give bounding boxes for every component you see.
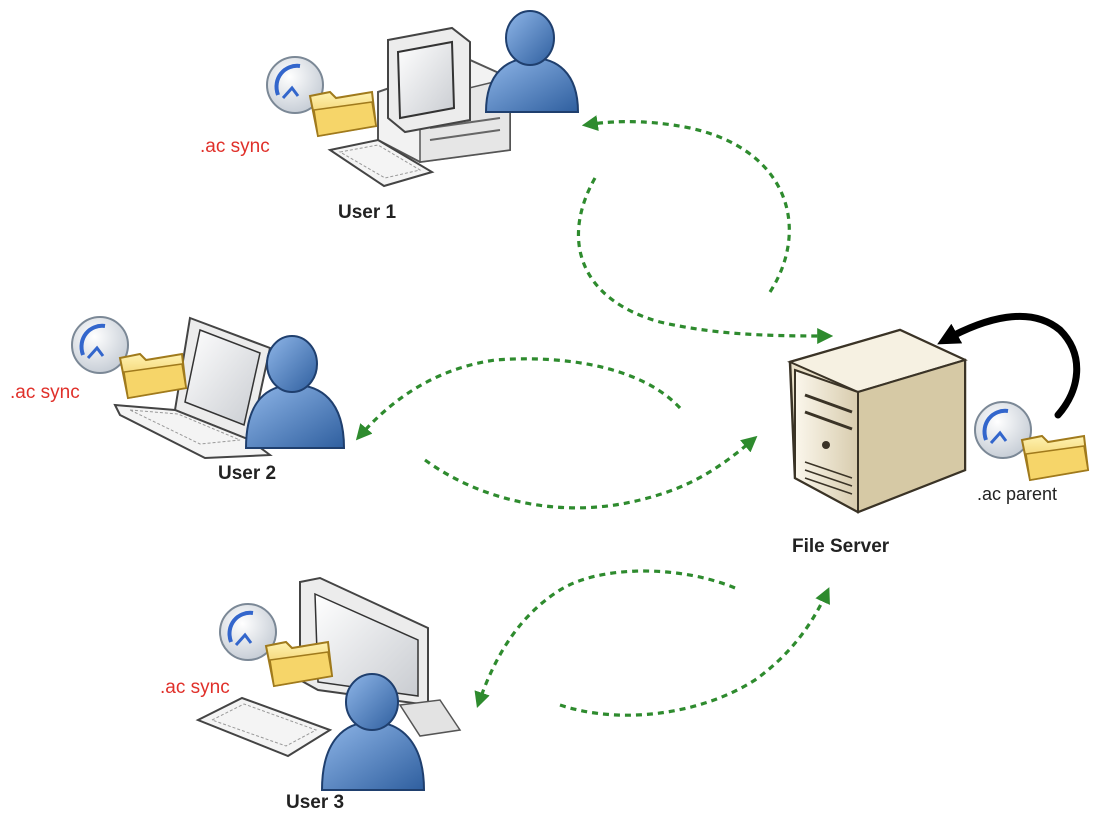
- user-figure-icon: [484, 10, 580, 113]
- folder-icon: [118, 352, 188, 400]
- flow-arrows: [355, 115, 1081, 717]
- keyboard-icon: [327, 138, 435, 188]
- arrow-user1-to-server: [576, 177, 834, 344]
- arrow-server-to-user1: [581, 115, 791, 293]
- arrow-server-to-user3: [474, 569, 736, 709]
- folder-icon: [264, 640, 334, 688]
- user2-label: User 2: [218, 463, 276, 484]
- self-sync-arrow: [937, 312, 1081, 419]
- user3-sync-label: .ac sync: [160, 677, 230, 698]
- user3-label: User 3: [286, 792, 344, 813]
- sync-badge-icon: [71, 316, 129, 374]
- user-figure-icon: [320, 673, 426, 791]
- user1-sync-label: .ac sync: [200, 136, 270, 157]
- server-tower-icon: [787, 328, 968, 514]
- arrow-user2-to-server: [424, 435, 758, 510]
- user1-label: User 1: [338, 202, 397, 223]
- folder-icon: [308, 90, 378, 138]
- user2-sync-label: .ac sync: [10, 382, 80, 403]
- user3-node: .ac sync User 3: [160, 576, 462, 813]
- server-label: File Server: [792, 536, 890, 557]
- user1-node: .ac sync User 1: [200, 10, 580, 223]
- folder-icon: [1020, 434, 1090, 482]
- arrow-user3-to-server: [559, 587, 830, 717]
- server-node: .ac parent File Server: [787, 328, 1090, 557]
- laptop-icon: [113, 316, 273, 460]
- arrow-server-to-user2: [355, 357, 682, 441]
- keyboard-icon: [195, 696, 333, 758]
- user-figure-icon: [244, 335, 346, 449]
- user2-node: .ac sync User 2: [10, 316, 346, 484]
- sync-badge-icon: [974, 401, 1032, 459]
- server-parent-label: .ac parent: [977, 484, 1057, 504]
- sync-badge-icon: [219, 603, 277, 661]
- sync-badge-icon: [266, 56, 324, 114]
